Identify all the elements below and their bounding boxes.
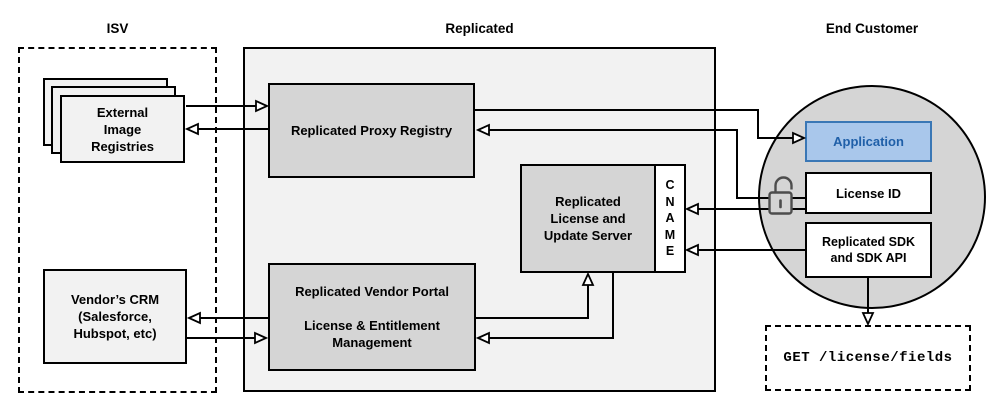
get-license-fields-box: GET /license/fields [765, 325, 971, 391]
license-id-node: License ID [805, 172, 932, 214]
license-id-label: License ID [835, 185, 902, 201]
application-node: Application [805, 121, 932, 162]
stacked-sheet-front: External Image Registries [60, 95, 185, 163]
external-image-registries-node: External Image Registries [43, 78, 185, 163]
license-update-server-node: Replicated License and Update Server [520, 164, 656, 273]
vendors-crm-label: Vendor’s CRM (Salesforce, Hubspot, etc) [70, 292, 160, 341]
replicated-sdk-node: Replicated SDK and SDK API [805, 222, 932, 278]
replicated-sdk-label: Replicated SDK and SDK API [821, 235, 916, 265]
license-update-server-label: Replicated License and Update Server [543, 194, 633, 243]
isv-section-box [18, 47, 217, 393]
vendor-portal-node: Replicated Vendor Portal License & Entit… [268, 263, 476, 371]
application-label: Application [833, 134, 904, 149]
end-customer-section-title: End Customer [825, 21, 919, 36]
get-license-fields-label: GET /license/fields [783, 350, 953, 366]
vendors-crm-node: Vendor’s CRM (Salesforce, Hubspot, etc) [43, 269, 187, 364]
cname-strip: C N A M E [654, 164, 686, 273]
isv-section-title: ISV [106, 21, 129, 36]
arrowhead-into-getbox [861, 312, 875, 327]
external-image-registries-label: External Image Registries [91, 104, 154, 154]
cname-label: C N A M E [664, 178, 676, 259]
vendor-portal-label: Replicated Vendor Portal License & Entit… [295, 284, 449, 350]
proxy-registry-node: Replicated Proxy Registry [268, 83, 475, 178]
replicated-section-title: Replicated [445, 21, 514, 36]
proxy-registry-label: Replicated Proxy Registry [290, 123, 453, 138]
